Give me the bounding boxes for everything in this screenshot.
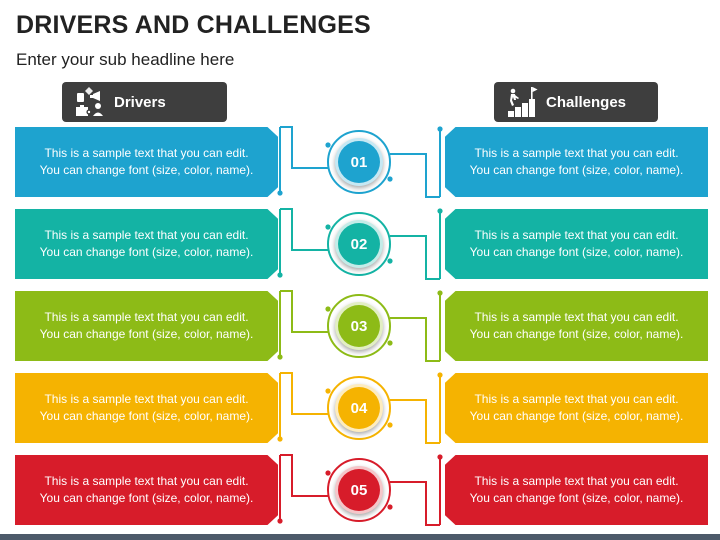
left-connector-dot <box>277 354 283 360</box>
challenge-card-4: This is a sample text that you can edit.… <box>445 373 708 443</box>
page-subtitle: Enter your sub headline here <box>16 50 235 69</box>
ring-dot <box>387 258 393 264</box>
left-connector <box>280 454 328 497</box>
drivers-header: Drivers <box>62 82 227 122</box>
ring-dot <box>325 224 331 230</box>
left-connector-dot <box>277 518 283 524</box>
step-number-3: 03 <box>335 302 383 350</box>
footer-bar <box>0 534 720 540</box>
right-connector <box>390 317 440 362</box>
right-connector-dot <box>437 454 443 460</box>
right-connector <box>390 481 440 526</box>
drivers-label: Drivers <box>114 93 166 111</box>
number-ring <box>327 294 391 358</box>
step-number-4: 04 <box>335 384 383 432</box>
step-number-2: 02 <box>335 220 383 268</box>
driver-text: This is a sample text that you can edit.… <box>39 228 254 259</box>
ring-dot <box>325 306 331 312</box>
challenge-card-2: This is a sample text that you can edit.… <box>445 209 708 279</box>
left-connector <box>280 290 328 333</box>
number-ring <box>327 376 391 440</box>
ring-dot <box>387 340 393 346</box>
challenge-text: This is a sample text that you can edit.… <box>469 228 684 259</box>
challenges-label: Challenges <box>546 93 627 111</box>
ring-dot <box>325 142 331 148</box>
driver-card-1: This is a sample text that you can edit.… <box>15 127 278 197</box>
right-connector-dot <box>437 372 443 378</box>
driver-card-2: This is a sample text that you can edit.… <box>15 209 278 279</box>
page-title: DRIVERS AND CHALLENGES <box>16 11 371 39</box>
driver-card-5: This is a sample text that you can edit.… <box>15 455 278 525</box>
goal-steps-flag-icon <box>508 87 538 117</box>
right-connector <box>390 399 440 444</box>
right-connector <box>390 153 440 198</box>
step-number-5: 05 <box>335 466 383 514</box>
driver-text: This is a sample text that you can edit.… <box>39 310 254 341</box>
left-connector-dot <box>277 272 283 278</box>
left-connector-dot <box>277 190 283 196</box>
ring-dot <box>325 470 331 476</box>
right-connector-dot <box>437 126 443 132</box>
driver-text: This is a sample text that you can edit.… <box>39 146 254 177</box>
number-ring <box>327 212 391 276</box>
left-connector <box>280 372 328 415</box>
step-number-1: 01 <box>335 138 383 186</box>
ring-dot <box>387 176 393 182</box>
driver-card-4: This is a sample text that you can edit.… <box>15 373 278 443</box>
number-ring <box>327 458 391 522</box>
right-connector-dot <box>437 208 443 214</box>
drivers-tools-icon <box>76 87 103 116</box>
left-connector <box>280 126 328 169</box>
challenge-text: This is a sample text that you can edit.… <box>469 310 684 341</box>
left-connector-dot <box>277 436 283 442</box>
number-ring <box>327 130 391 194</box>
ring-dot <box>325 388 331 394</box>
ring-dot <box>387 422 393 428</box>
challenges-header: Challenges <box>494 82 658 122</box>
driver-text: This is a sample text that you can edit.… <box>39 474 254 505</box>
left-connector <box>280 208 328 251</box>
right-connector <box>390 235 440 280</box>
challenge-text: This is a sample text that you can edit.… <box>469 474 684 505</box>
challenge-card-5: This is a sample text that you can edit.… <box>445 455 708 525</box>
challenge-text: This is a sample text that you can edit.… <box>469 392 684 423</box>
driver-text: This is a sample text that you can edit.… <box>39 392 254 423</box>
ring-dot <box>387 504 393 510</box>
challenge-card-3: This is a sample text that you can edit.… <box>445 291 708 361</box>
driver-card-3: This is a sample text that you can edit.… <box>15 291 278 361</box>
challenge-card-1: This is a sample text that you can edit.… <box>445 127 708 197</box>
challenge-text: This is a sample text that you can edit.… <box>469 146 684 177</box>
right-connector-dot <box>437 290 443 296</box>
